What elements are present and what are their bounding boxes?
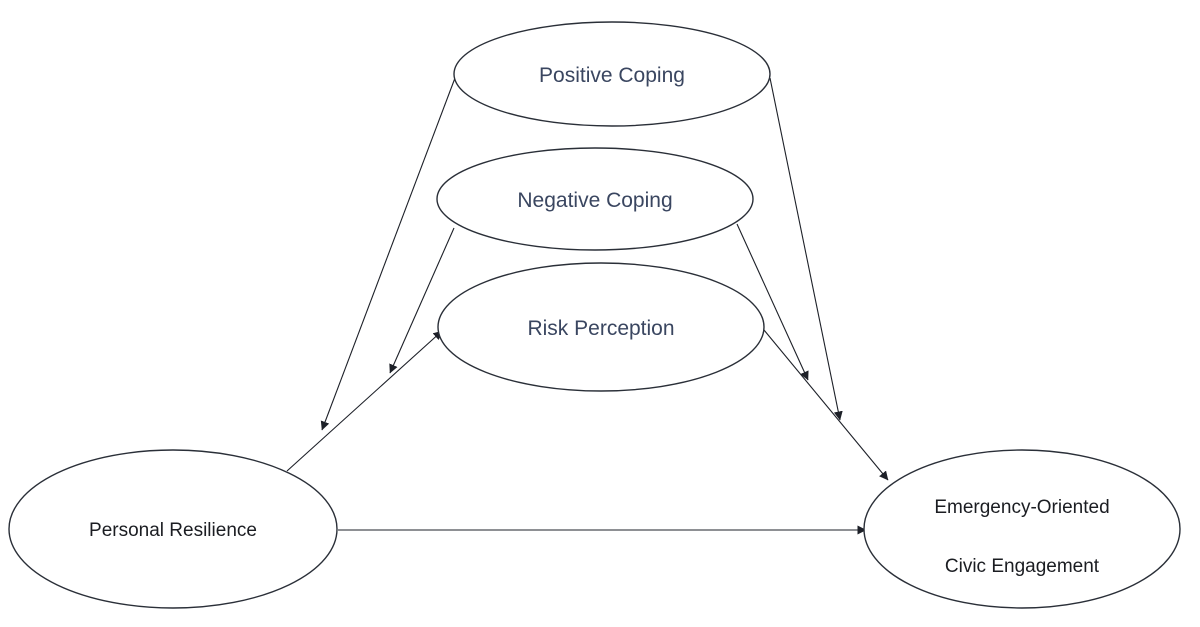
edge-personal-resilience-to-risk-perception	[286, 330, 443, 472]
edge-positive-coping-to-personal-resilience	[320, 77, 456, 431]
personal-resilience-ellipse	[8, 449, 338, 609]
risk-perception-ellipse	[437, 262, 765, 392]
positive-coping-label: Positive Coping	[539, 64, 685, 87]
node-personal-resilience: Personal Resilience	[8, 449, 338, 609]
node-risk-perception: Risk Perception	[437, 262, 765, 392]
emergency-civic-engagement-label-line1: Emergency-Oriented	[934, 497, 1109, 518]
node-negative-coping: Negative Coping	[436, 147, 754, 251]
edge-negative-coping-to-civic-engagement	[736, 223, 809, 381]
edge-positive-coping-to-civic-engagement	[769, 77, 843, 421]
edge-negative-coping-to-personal-resilience	[389, 227, 455, 374]
risk-perception-label: Risk Perception	[527, 317, 674, 340]
node-positive-coping: Positive Coping	[453, 21, 771, 127]
negative-coping-ellipse	[436, 147, 754, 251]
positive-coping-ellipse	[453, 21, 771, 127]
node-emergency-civic-engagement: Emergency-Oriented Civic Engagement	[863, 449, 1181, 609]
negative-coping-label: Negative Coping	[517, 189, 672, 212]
personal-resilience-label: Personal Resilience	[89, 520, 257, 541]
edge-risk-perception-to-civic-engagement	[763, 329, 889, 481]
emergency-civic-engagement-ellipse	[863, 449, 1181, 609]
emergency-civic-engagement-label-line2: Civic Engagement	[945, 556, 1100, 577]
